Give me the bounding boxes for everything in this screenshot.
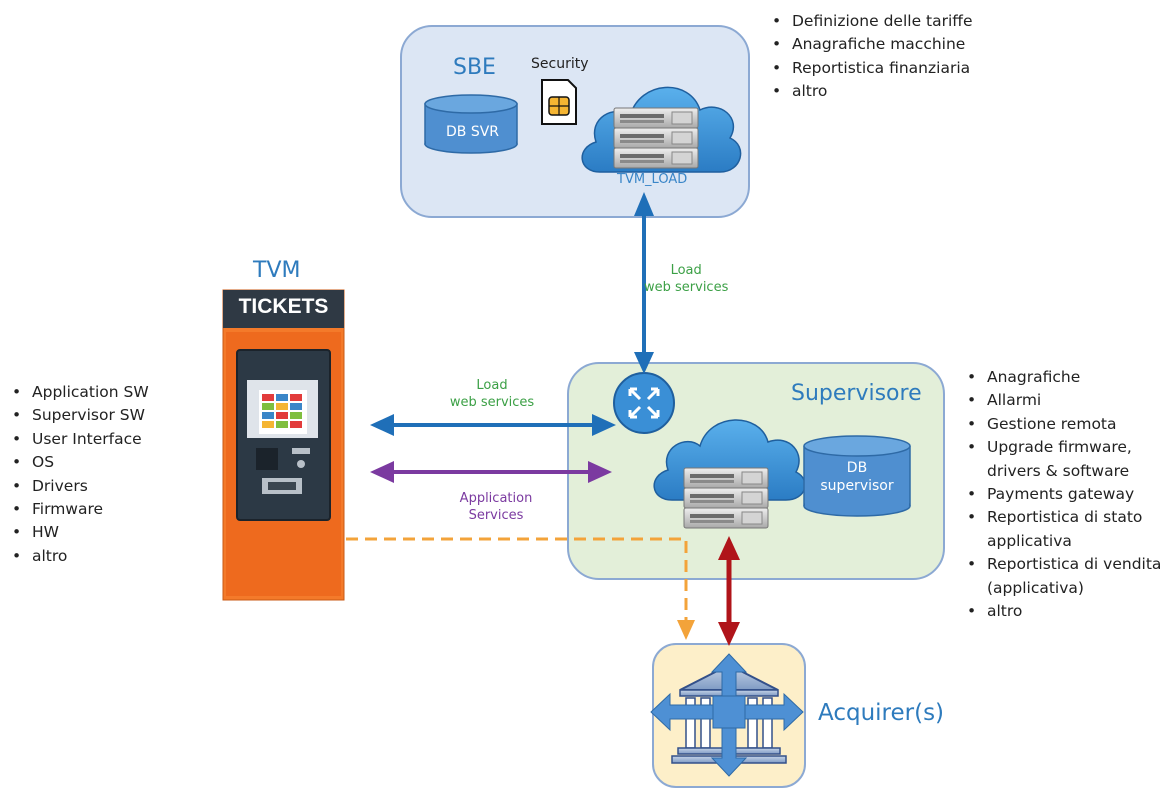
list-item: applicativa xyxy=(987,531,1072,550)
tvm-machine-icon xyxy=(222,289,345,601)
list-item: User Interface xyxy=(10,428,149,452)
list-item: Reportistica di stato xyxy=(965,506,1161,530)
db-svr-label: DB SVR xyxy=(446,124,500,140)
list-item: Supervisor SW xyxy=(10,404,149,428)
list-item: Firmware xyxy=(10,498,149,522)
router-icon xyxy=(613,372,675,434)
supervisor-acquirer-arrow xyxy=(718,536,740,646)
sbe-link-label: Load web services xyxy=(644,262,728,296)
sbe-notes-list: Definizione delle tariffe Anagrafiche ma… xyxy=(770,10,973,104)
tvm-load-link-line1: Load xyxy=(476,378,508,393)
tvm-acquirer-dashed-arrow xyxy=(346,537,695,640)
tvm-title: TVM xyxy=(253,258,301,283)
db-svr-icon xyxy=(424,94,518,154)
tickets-sign: TICKETS xyxy=(238,295,329,318)
supervisore-notes-list: AnagraficheAllarmiGestione remotaUpgrade… xyxy=(965,366,1161,624)
tvm-load-label: TVM_LOAD xyxy=(617,172,688,187)
list-item: Upgrade firmware, xyxy=(965,436,1161,460)
list-item: Gestione remota xyxy=(965,413,1161,437)
application-services-line2: Services xyxy=(468,508,524,523)
list-item: drivers & software xyxy=(987,461,1130,480)
tvm-load-webservices-arrow xyxy=(370,414,616,436)
sbe-title: SBE xyxy=(453,55,496,80)
list-item: altro xyxy=(965,600,1161,624)
application-services-label: Application Services xyxy=(444,490,548,524)
list-item: Allarmi xyxy=(965,389,1161,413)
list-item: (applicativa) xyxy=(987,578,1084,597)
application-services-line1: Application xyxy=(459,491,533,506)
db-supervisor-label-line2: supervisor xyxy=(820,478,894,494)
list-item: altro xyxy=(770,80,973,104)
list-item: Reportistica di vendita xyxy=(965,553,1161,577)
list-item: OS xyxy=(10,451,149,475)
sbe-link-label-line2: web services xyxy=(644,280,729,295)
supervisore-title: Supervisore xyxy=(791,381,922,406)
sbe-supervisor-arrow xyxy=(634,192,654,374)
list-item: Anagrafiche xyxy=(965,366,1161,390)
db-supervisor-icon xyxy=(803,435,911,517)
supervisor-server-cloud-icon xyxy=(653,419,806,529)
acquirer-title: Acquirer(s) xyxy=(818,700,945,726)
db-supervisor-label-line1: DB xyxy=(846,460,868,476)
list-item: Reportistica finanziaria xyxy=(770,57,973,81)
list-item: Application SW xyxy=(10,381,149,405)
security-chip-icon xyxy=(541,79,577,125)
exchange-arrows-icon xyxy=(650,653,804,777)
security-label: Security xyxy=(531,56,589,72)
tvm-load-server-cloud-icon xyxy=(581,86,742,173)
tvm-load-link-label: Load web services xyxy=(440,377,544,411)
list-item: Payments gateway xyxy=(965,483,1161,507)
tvm-notes-list: Application SW Supervisor SW User Interf… xyxy=(10,381,149,569)
list-item: Drivers xyxy=(10,475,149,499)
list-item: HW xyxy=(10,521,149,545)
tvm-application-services-arrow xyxy=(370,461,612,483)
list-item: Anagrafiche macchine xyxy=(770,33,973,57)
list-item: Definizione delle tariffe xyxy=(770,10,973,34)
list-item: altro xyxy=(10,545,149,569)
tvm-load-link-line2: web services xyxy=(449,395,535,410)
sbe-link-label-line1: Load xyxy=(670,263,702,278)
db-supervisor-label: DB supervisor xyxy=(804,459,910,495)
